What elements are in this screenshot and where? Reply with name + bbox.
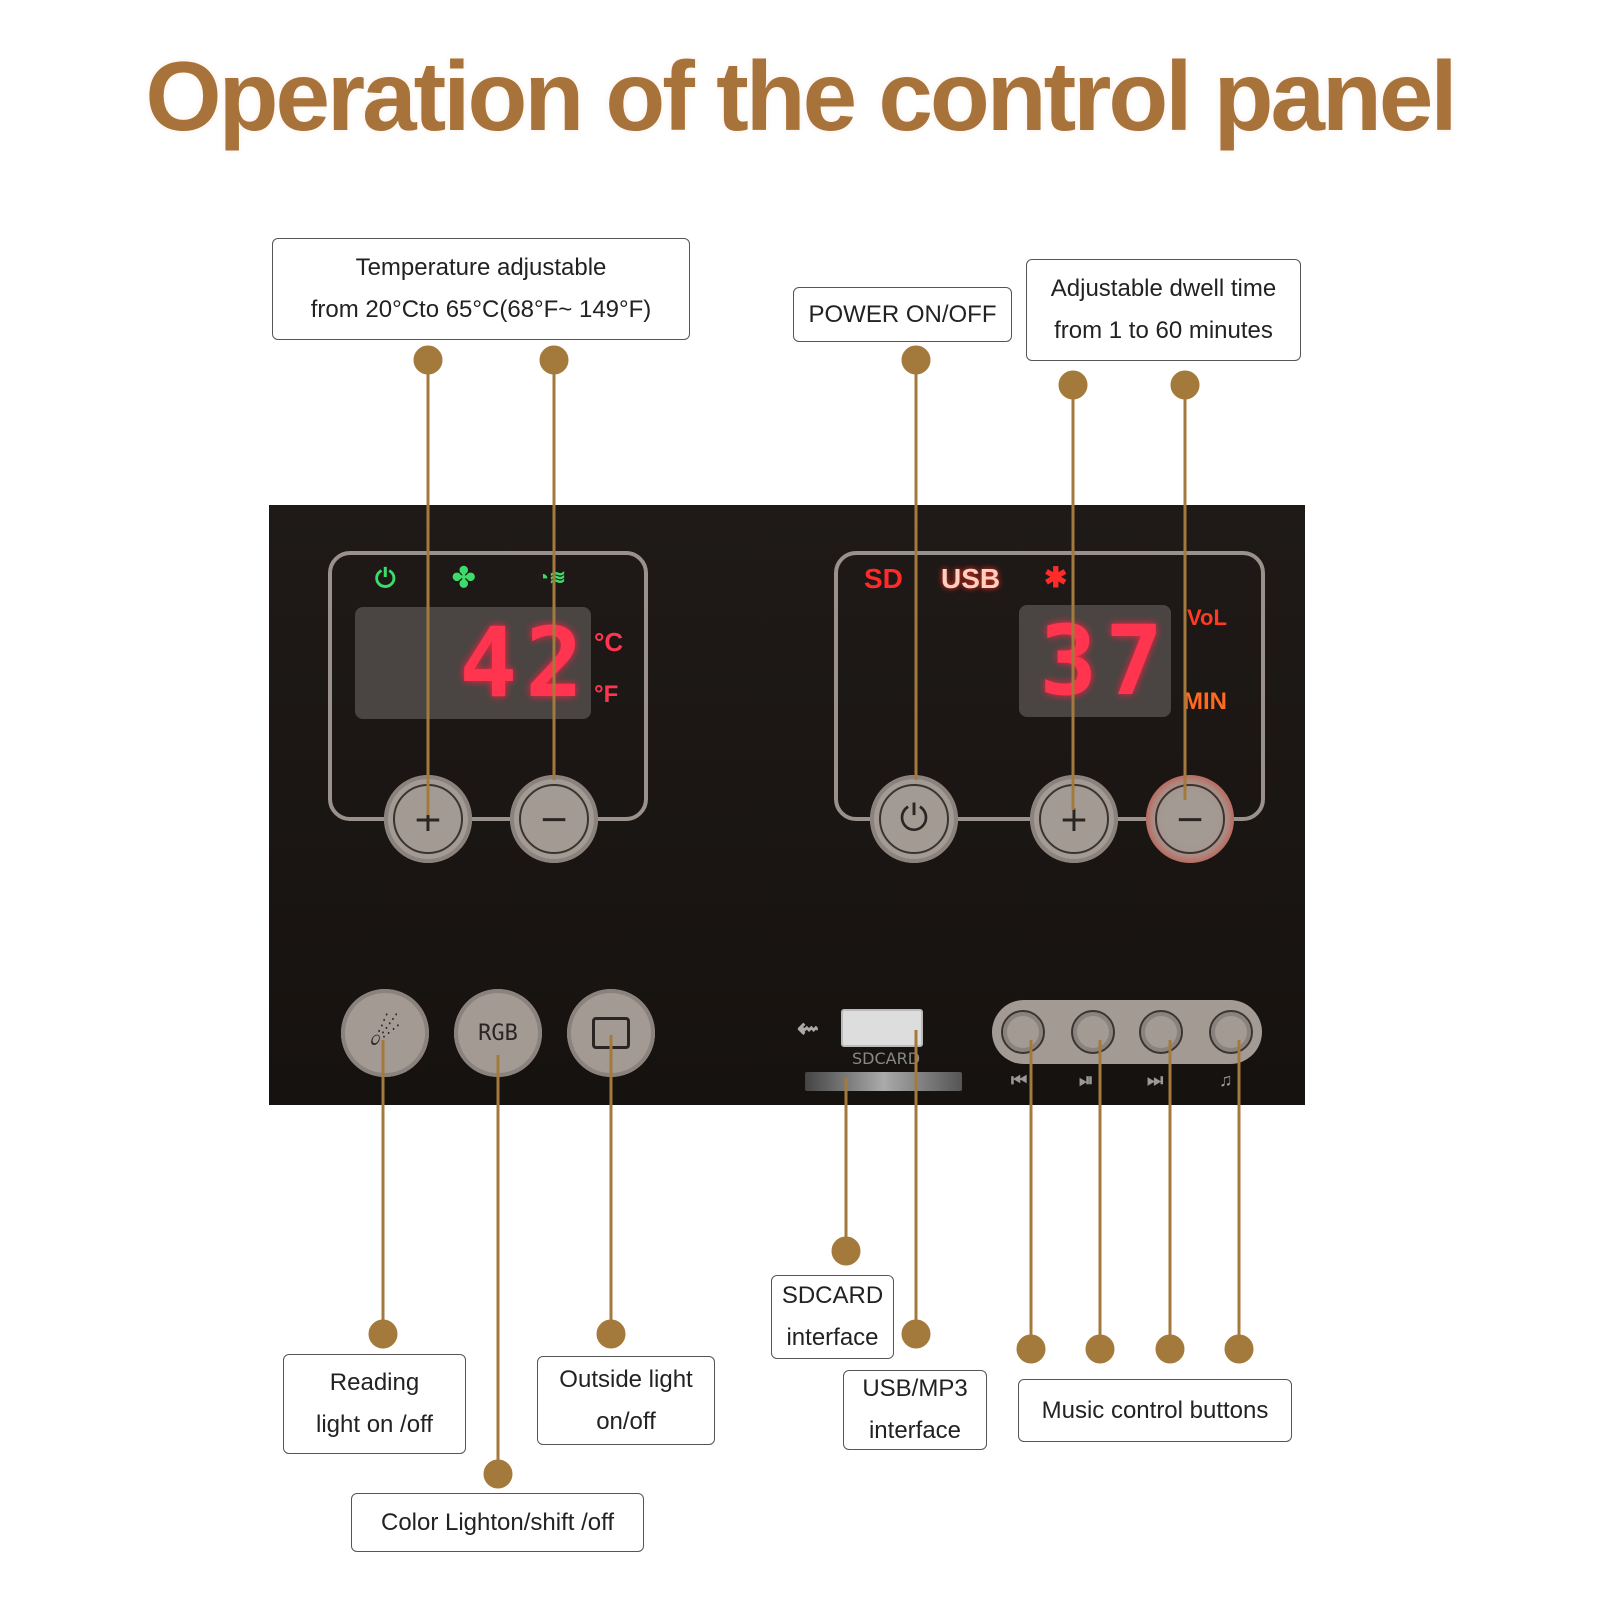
temperature-label: Temperature adjustable from 20°Cto 65°C(6… — [272, 238, 690, 340]
label-line: SDCARD — [781, 1282, 884, 1309]
fan-indicator-icon: ✤ — [452, 562, 476, 593]
page-title: Operation of the control panel — [145, 41, 1457, 151]
usb-indicator: USB — [941, 563, 1001, 594]
leader-dot — [1170, 370, 1200, 400]
leader-dot — [1085, 1334, 1115, 1364]
previous-icon: ⏮ — [1011, 1070, 1028, 1090]
leader-dot — [1155, 1334, 1185, 1364]
heater-indicator-icon: ◔≋ — [537, 567, 566, 589]
power-indicator-icon: ⏻ — [375, 563, 396, 593]
power-label: POWER ON/OFF — [793, 287, 1012, 342]
music-mode-button[interactable] — [1209, 1010, 1253, 1054]
label-line: Adjustable dwell time — [1050, 275, 1277, 302]
label-line: Outside light — [559, 1365, 693, 1393]
label-line: light on /off — [316, 1411, 433, 1438]
dwell-time-label: Adjustable dwell time from 1 to 60 minute… — [1026, 259, 1301, 361]
usb-mp3-label: USB/MP3 interface — [843, 1370, 987, 1450]
minutes-label: MIN — [1183, 688, 1227, 715]
temperature-module — [328, 551, 648, 821]
bluetooth-icon: ✱ — [1044, 562, 1068, 593]
sdcard-label: SDCARD interface — [771, 1275, 894, 1359]
label-line: Color Lighton/shift /off — [380, 1508, 615, 1536]
label-line: from 1 to 60 minutes — [1054, 317, 1273, 344]
rgb-label: RGB — [478, 1020, 518, 1046]
reading-light-label: Reading light on /off — [283, 1354, 466, 1454]
label-line: POWER ON/OFF — [808, 300, 997, 328]
label-line: from 20°Cto 65°C(68°F~ 149°F) — [310, 296, 652, 323]
label-line: Music control buttons — [1041, 1396, 1269, 1424]
leader-dot — [596, 1319, 626, 1349]
music-controls-label: Music control buttons — [1018, 1379, 1292, 1442]
play-pause-button[interactable] — [1071, 1010, 1115, 1054]
previous-track-button[interactable] — [1001, 1010, 1045, 1054]
fahrenheit-unit: °F — [594, 681, 619, 708]
reading-lamp-icon: ☄ — [368, 1012, 402, 1054]
control-panel: ⏻ ✤ ◔≋ 42 °C °F SD USB ✱ 37 VoL MIN + − … — [269, 505, 1305, 1105]
timer-display: 37 — [1019, 605, 1171, 717]
sdcard-print: SDCARD — [852, 1049, 921, 1068]
usb-port[interactable] — [841, 1009, 923, 1047]
temperature-down-button[interactable]: − — [510, 775, 598, 863]
label-line: USB/MP3 — [862, 1375, 968, 1402]
sd-card-slot[interactable] — [805, 1072, 962, 1091]
leader-dot — [901, 1319, 931, 1349]
label-line: Reading — [329, 1369, 420, 1396]
reading-light-button[interactable]: ☄ — [341, 989, 429, 1077]
leader-dot — [1016, 1334, 1046, 1364]
temperature-display: 42 — [355, 607, 591, 719]
time-down-button[interactable]: − — [1146, 775, 1234, 863]
leader-dot — [539, 345, 569, 375]
label-line: on/off — [596, 1407, 656, 1435]
label-line: Temperature adjustable — [355, 254, 607, 281]
leader-dot — [1224, 1334, 1254, 1364]
leader-dot — [413, 345, 443, 375]
outside-light-label: Outside light on/off — [537, 1356, 715, 1445]
celsius-unit: °C — [594, 627, 624, 657]
leader-dot — [901, 345, 931, 375]
leader-dot — [831, 1236, 861, 1266]
music-note-icon: ♫ — [1219, 1070, 1233, 1090]
next-track-button[interactable] — [1139, 1010, 1183, 1054]
label-line: interface — [786, 1324, 879, 1351]
color-light-label: Color Lighton/shift /off — [351, 1493, 644, 1552]
usb-symbol-icon: ⇜ — [797, 1013, 819, 1043]
power-button[interactable]: ⏻ — [870, 775, 958, 863]
leader-dot — [368, 1319, 398, 1349]
leader-dot — [1058, 370, 1088, 400]
volume-label: VoL — [1187, 605, 1227, 630]
power-icon: ⏻ — [879, 784, 949, 854]
play-pause-icon: ⏯ — [1079, 1070, 1094, 1090]
label-line: interface — [868, 1417, 962, 1444]
next-icon: ⏭ — [1147, 1070, 1164, 1090]
leader-dot — [483, 1459, 513, 1489]
sd-indicator: SD — [864, 563, 903, 594]
